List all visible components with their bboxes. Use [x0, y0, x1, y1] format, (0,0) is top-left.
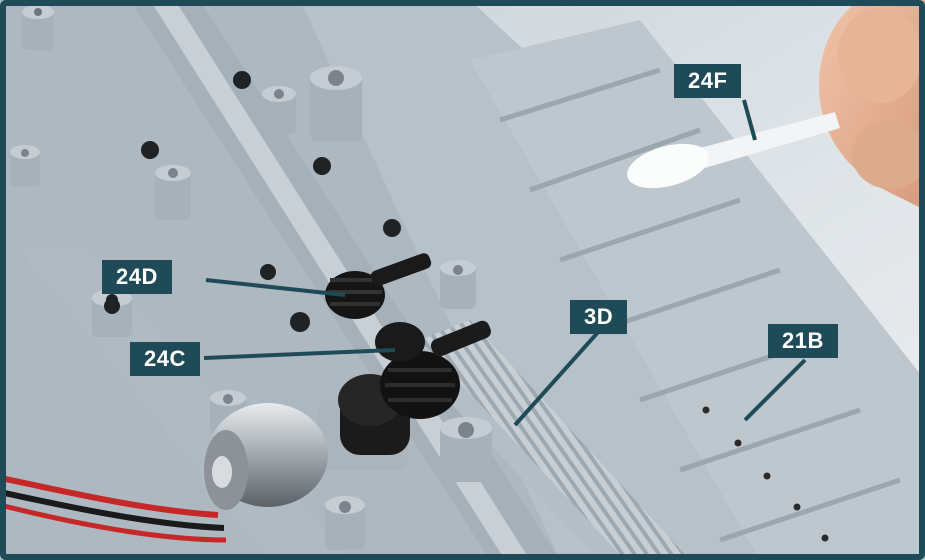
red-wire [0, 475, 219, 518]
leader-lines [203, 99, 807, 427]
gear-24d [325, 253, 432, 319]
screws [104, 71, 401, 332]
gear-24c [375, 320, 491, 419]
black-wire [0, 489, 225, 531]
label-21b: 21B [768, 324, 838, 358]
cotton-swab-24f [627, 112, 840, 189]
label-24f: 24F [674, 64, 742, 98]
label-3d: 3D [570, 300, 628, 334]
label-24d: 24D [102, 260, 172, 294]
rack-gear-3d [420, 320, 690, 560]
hand [819, 0, 925, 210]
label-24c: 24C [130, 342, 200, 376]
mounting-posts [10, 5, 492, 550]
